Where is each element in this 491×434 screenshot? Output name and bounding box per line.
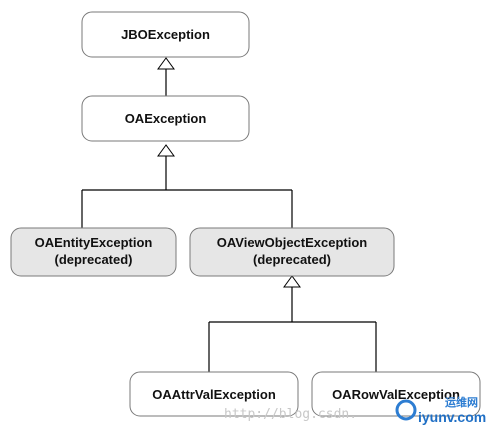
class-box [129, 371, 299, 417]
class-node-jbo: JBOException [81, 11, 250, 58]
class-name: OARowValException [332, 387, 460, 402]
class-name: OAException [125, 111, 207, 126]
class-name: JBOException [121, 27, 210, 42]
watermark-logo-text: iyunv.com [418, 409, 486, 425]
watermark-logo: iyunv.com 运维网 [395, 395, 486, 425]
class-name: OAAttrValException [152, 387, 276, 402]
deprecated-label: (deprecated) [54, 252, 132, 267]
class-name: OAEntityException [35, 235, 153, 250]
class-node-entity: OAEntityException (deprecated) [10, 227, 177, 277]
class-box [311, 371, 481, 417]
class-node-viewobject: OAViewObjectException (deprecated) [189, 227, 395, 277]
class-box [81, 95, 250, 142]
class-node-oa: OAException [81, 95, 250, 142]
logo-swoosh-icon [395, 399, 417, 421]
watermark-logo-cn: 运维网 [445, 395, 478, 409]
deprecated-label: (deprecated) [253, 252, 331, 267]
watermark-url: http://blog.csdn. [224, 407, 357, 422]
class-node-rowval: OARowValException [311, 371, 481, 417]
inheritance-arrowhead-jbo [157, 57, 175, 70]
class-name: OAViewObjectException [217, 235, 368, 250]
watermark: http://blog.csdn. iyunv.com 运维网 [224, 395, 486, 425]
inheritance-arrowhead-viewobject [283, 275, 301, 288]
class-box-deprecated [10, 227, 177, 277]
inheritance-arrowhead-oa [157, 144, 175, 157]
class-box-deprecated [189, 227, 395, 277]
class-node-attrval: OAAttrValException [129, 371, 299, 417]
class-box [81, 11, 250, 58]
inheritance-edges [81, 57, 377, 372]
